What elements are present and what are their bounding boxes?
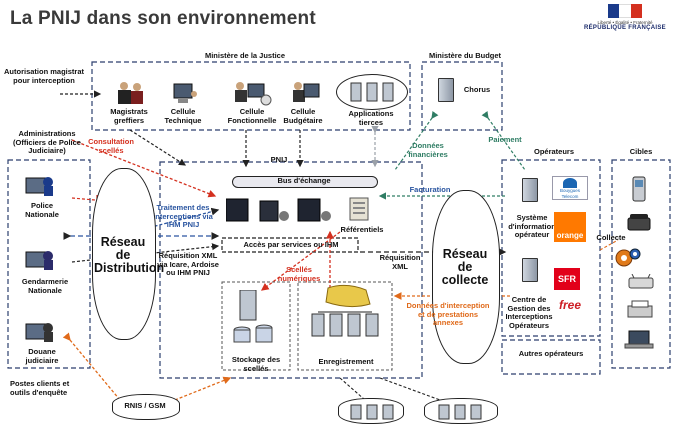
rnis-gsm-label: RNIS / GSM <box>124 401 166 410</box>
applications-tierces-label: Applications tierces <box>348 109 394 127</box>
systeme-information-label: Système d'information opérateur <box>508 213 556 239</box>
sfr-logo: SFR <box>554 268 580 290</box>
autres-operateurs-label: Autres opérateurs <box>518 349 584 358</box>
applications-tierces-cloud <box>336 74 408 110</box>
cibles-label: Cibles <box>629 147 653 156</box>
page-title: La PNIJ dans son environnement <box>10 8 316 29</box>
bus-echange-label: Bus d'échange <box>277 176 331 185</box>
referentiels-label: Référentiels <box>340 225 384 234</box>
police-icon <box>24 174 54 203</box>
ministere-budget-label: Ministère du Budget <box>428 51 502 60</box>
bus-echange <box>232 176 378 188</box>
cibles-box <box>611 159 671 369</box>
collecte-label: Collecte <box>596 233 626 242</box>
marianne-flag-icon <box>608 4 642 18</box>
router-icon <box>628 273 654 295</box>
requisition-droite-label: Réquisition XML <box>379 253 421 271</box>
postes-clients-label: Postes clients et outils d'enquête <box>10 379 70 397</box>
police-label: Police Nationale <box>25 201 59 219</box>
reseau-collecte-label: Réseau de collecte <box>441 247 489 287</box>
bottom-servers-cloud-1 <box>338 398 404 424</box>
ministere-justice-box <box>91 61 411 131</box>
pnij-servers-icon <box>225 196 346 231</box>
republic-motto: Liberté • Égalité • Fraternité <box>597 20 653 25</box>
cellule-technique-label: Cellule Technique <box>164 107 202 125</box>
douane-icon <box>24 320 54 349</box>
ministere-justice-label: Ministère de la Justice <box>204 51 286 60</box>
facturation-label: Facturation <box>409 185 451 194</box>
administrations-label: Administrations (Officiers de Police Jud… <box>13 129 81 155</box>
pnij-label: PNIJ <box>270 155 288 164</box>
republique-francaise-logo: Liberté • Égalité • Fraternité RÉPUBLIQU… <box>581 4 669 31</box>
bouygues-text: Bouygues Telecom <box>559 188 580 199</box>
cellule-technique-icon <box>172 82 198 111</box>
stockage-label: Stockage des scellés <box>231 355 281 373</box>
stockage-box <box>221 281 291 371</box>
laptop-icon <box>624 330 654 355</box>
autres-operateurs-box <box>501 339 601 375</box>
gendarmerie-label: Gendarmerie Nationale <box>21 277 69 295</box>
autorisation-label: Autorisation magistrat pour interception <box>4 67 85 85</box>
free-logo: free <box>552 298 588 312</box>
magistrats-icon <box>115 80 145 111</box>
cellule-budgetaire-icon <box>290 80 320 111</box>
desk-phone-icon <box>626 212 652 237</box>
traitement-label: Traitement des interceptions via IHM PNI… <box>153 203 213 229</box>
ministere-budget-box <box>421 61 503 131</box>
chorus-server-icon <box>438 78 454 102</box>
operateurs-box <box>501 159 601 337</box>
acces-box <box>221 237 359 253</box>
enregistrement-icon <box>304 284 388 359</box>
acces-label: Accès par services ou IHM <box>243 240 339 249</box>
chorus-label: Chorus <box>463 85 491 94</box>
donnees-financieres-label: Données financières <box>408 141 448 159</box>
enregistrement-box <box>297 281 393 371</box>
centre-gestion-label: Centre de Gestion des Interceptions Opér… <box>505 295 553 330</box>
reseau-distribution-label: Réseau de Distribution <box>94 235 165 275</box>
stockage-icon <box>232 289 282 353</box>
free-text: free <box>558 298 581 312</box>
bouygues-logo: Bouygues Telecom <box>552 176 588 200</box>
cellule-budgetaire-label: Cellule Budgétaire <box>283 107 323 125</box>
mobile-phone-icon <box>632 176 646 207</box>
enregistrement-label: Enregistrement <box>318 357 374 366</box>
administrations-box <box>7 159 91 369</box>
cellule-fonctionnelle-label: Cellule Fonctionnelle <box>227 107 277 125</box>
cellule-fonctionnelle-icon <box>232 80 272 111</box>
pnij-box <box>159 161 423 379</box>
sfr-server-icon <box>522 258 538 282</box>
magistrats-label: Magistrats greffiers <box>110 107 148 125</box>
orange-logo: orange <box>554 212 586 242</box>
bottom-servers-cloud-2 <box>424 398 498 424</box>
scelles-numeriques-label: Scellés numériques <box>277 265 321 283</box>
paiement-label: Paiement <box>488 135 522 144</box>
reseau-distribution-cloud <box>92 168 156 340</box>
bouygues-server-icon <box>522 178 538 202</box>
gears-icon <box>614 246 642 275</box>
sfr-text: SFR <box>558 274 576 284</box>
reseau-collecte-cloud <box>432 190 500 364</box>
operateurs-label: Opérateurs <box>533 147 575 156</box>
orange-text: orange <box>556 230 584 240</box>
donnees-interception-label: Données d'interception et de prestations… <box>406 301 490 327</box>
requisition-gauche-label: Réquisition XML via Icare, Ardoise ou IH… <box>157 251 219 277</box>
douane-label: Douane judiciaire <box>25 347 59 365</box>
gendarmerie-icon <box>24 248 54 277</box>
republic-name: RÉPUBLIQUE FRANÇAISE <box>583 25 666 31</box>
fax-icon <box>626 300 654 323</box>
consultation-scelles-label: Consultation scellés <box>88 137 134 155</box>
referentiels-icon <box>348 196 372 227</box>
